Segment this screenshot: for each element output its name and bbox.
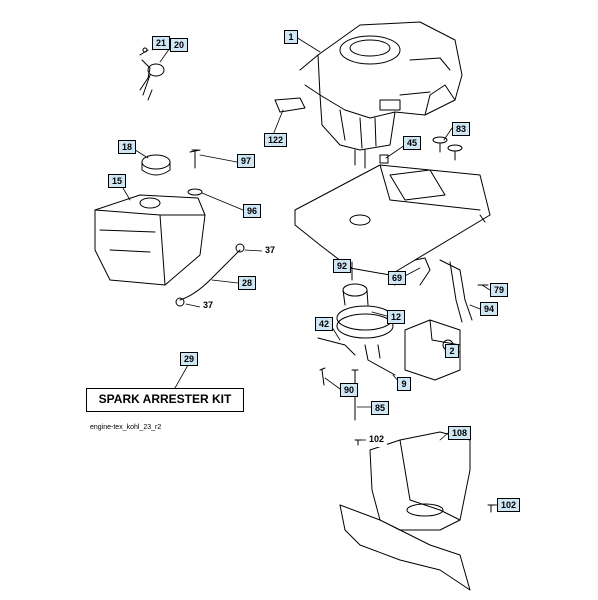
callout-45: 45 xyxy=(403,136,422,150)
screw-102-drawing xyxy=(354,439,363,446)
callout-85: 85 xyxy=(371,401,390,415)
part-45-drawing xyxy=(379,154,389,164)
callout-90: 90 xyxy=(340,383,359,397)
part-69-drawing xyxy=(414,257,431,286)
fuel-tank-drawing xyxy=(94,194,206,286)
bolt-90-drawing xyxy=(319,367,326,386)
callout-2: 2 xyxy=(445,344,459,358)
reference-code: engine-tex_kohl_23_r2 xyxy=(90,424,162,431)
callout-21: 21 xyxy=(152,36,171,50)
engine-plate-drawing xyxy=(294,164,491,286)
screw-102-b-drawing xyxy=(487,504,496,513)
callout-122: 122 xyxy=(264,133,288,147)
bracket-9-drawing xyxy=(364,344,396,376)
callout-102-bottom: 102 xyxy=(497,498,521,512)
callout-15: 15 xyxy=(108,174,127,188)
callout-96: 96 xyxy=(243,204,262,218)
part-83-drawing xyxy=(432,136,463,161)
callout-20: 20 xyxy=(170,38,189,52)
callout-79: 79 xyxy=(490,283,509,297)
callout-94: 94 xyxy=(480,302,499,316)
callout-18: 18 xyxy=(118,140,137,154)
callout-83: 83 xyxy=(452,122,471,136)
washer-96-drawing xyxy=(187,188,203,196)
callout-42: 42 xyxy=(315,317,334,331)
fuel-cap-drawing xyxy=(141,154,171,176)
key-switch-drawing xyxy=(139,47,165,101)
part-122-drawing xyxy=(274,97,306,113)
spark-arrester-kit-label: SPARK ARRESTER KIT xyxy=(86,388,244,412)
callout-37-bottom: 37 xyxy=(200,299,217,313)
exhaust-pipe-drawing xyxy=(439,259,473,323)
callout-69: 69 xyxy=(388,271,407,285)
callout-9: 9 xyxy=(397,377,411,391)
engine-drawing xyxy=(299,21,463,169)
screw-97-drawing xyxy=(189,149,201,169)
callout-92: 92 xyxy=(333,259,352,273)
fuel-line-drawing xyxy=(179,249,241,301)
callout-97: 97 xyxy=(237,154,256,168)
callout-12: 12 xyxy=(387,310,406,324)
callout-29: 29 xyxy=(180,352,199,366)
pulley-drawing xyxy=(336,283,394,339)
callout-28: 28 xyxy=(238,276,257,290)
callout-102-top: 102 xyxy=(366,433,388,447)
callout-37-top: 37 xyxy=(262,244,279,258)
callout-108: 108 xyxy=(448,426,472,440)
callout-1: 1 xyxy=(284,30,298,44)
deflector-drawing xyxy=(339,431,471,591)
part-42-drawing xyxy=(317,337,356,356)
